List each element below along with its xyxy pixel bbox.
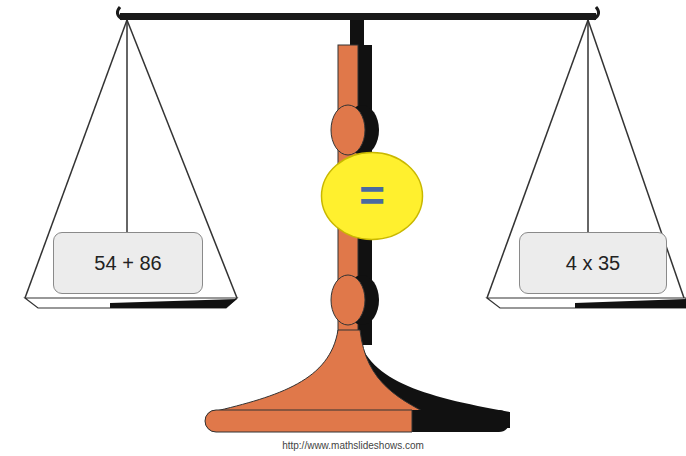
- column-knob: [331, 105, 365, 155]
- scale-base: [212, 330, 440, 420]
- watermark-url: http://www.mathslideshows.com: [282, 440, 424, 451]
- right-pan: [487, 298, 686, 308]
- expression-text: 54 + 86: [94, 252, 161, 275]
- base-foot: [205, 410, 412, 432]
- pan-shadow: [575, 299, 686, 308]
- yellow-oval: [322, 153, 423, 240]
- pan-shadow: [110, 299, 237, 308]
- left-pan: [25, 298, 237, 308]
- expression-box: 4 x 35: [519, 232, 667, 294]
- equals-sign: =: [320, 151, 424, 241]
- expression-box: 54 + 86: [53, 232, 203, 294]
- column-knob: [331, 275, 365, 325]
- base-foot-shadow: [205, 410, 510, 432]
- equals-symbol: =: [359, 171, 385, 221]
- beam-curl: [117, 7, 122, 19]
- expression-text: 4 x 35: [566, 252, 620, 275]
- beam-curl: [594, 7, 599, 19]
- scale-beam: [120, 13, 596, 20]
